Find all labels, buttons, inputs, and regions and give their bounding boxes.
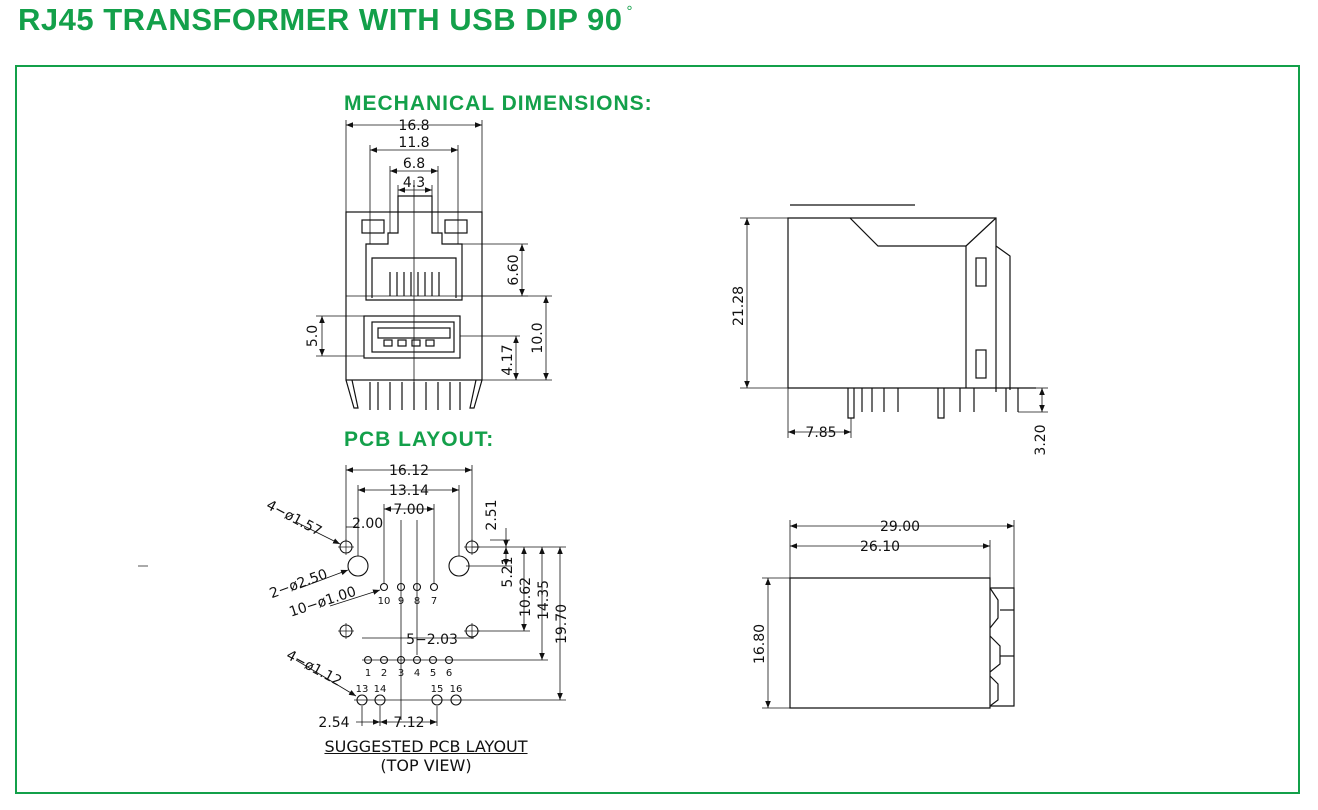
pin-4: 4 [414, 668, 420, 679]
usb-contact [397, 339, 407, 347]
side-body-profile [787, 217, 967, 388]
pin-8: 8 [414, 596, 420, 607]
dim-14-35: 14.35 [536, 580, 552, 620]
side-pins [847, 388, 1019, 419]
hole-250 [347, 555, 369, 577]
top-latch-3 [989, 675, 999, 707]
dim-pitch-203: 5−2.03 [406, 632, 458, 648]
dim-26-10: 26.10 [860, 539, 900, 555]
side-latch-lower [975, 349, 987, 379]
dim-7-85: 7.85 [805, 425, 836, 441]
note-hole-112: 4−ø1.12 [283, 647, 344, 689]
pin-14: 14 [374, 684, 387, 695]
dim-29-00: 29.00 [880, 519, 920, 535]
dim-5-21: 5.21 [500, 556, 516, 587]
led-window-left [361, 219, 385, 234]
side-view-labels: 21.28 7.85 3.20 [731, 286, 1049, 456]
dim-11-8: 11.8 [398, 135, 429, 151]
pin-2: 2 [381, 668, 387, 679]
pcb-holes-top-row [379, 582, 439, 592]
pin-7: 7 [431, 596, 437, 607]
front-view-dimensions [316, 120, 552, 400]
dim-10-0: 10.0 [530, 322, 546, 353]
dim-21-28: 21.28 [731, 286, 747, 326]
pin-6: 6 [446, 668, 452, 679]
mechanical-dimensions-heading: MECHANICAL DIMENSIONS: [344, 92, 653, 115]
dim-16-80: 16.80 [752, 624, 768, 664]
side-bevel [965, 217, 997, 247]
dim-2-00: 2.00 [352, 516, 383, 532]
led-window-right [444, 219, 468, 234]
pin-3: 3 [398, 668, 404, 679]
dim-6-60: 6.60 [506, 254, 522, 285]
pcb-caption: SUGGESTED PCB LAYOUT (TOP VIEW) [288, 737, 564, 775]
dim-3-20: 3.20 [1033, 424, 1049, 455]
dim-16-8: 16.8 [398, 118, 429, 134]
side-view [787, 204, 1036, 419]
pin-1: 1 [365, 668, 371, 679]
side-shield-tab [995, 245, 1011, 390]
usb-shell [363, 315, 461, 359]
top-view-labels: 29.00 26.10 16.80 [752, 519, 920, 664]
usb-contact [425, 339, 435, 347]
pin-10: 10 [378, 596, 391, 607]
pin-numbers: 10 9 8 7 1 2 3 4 5 6 13 14 15 16 [356, 596, 463, 695]
dim-4-17: 4.17 [500, 344, 516, 375]
degree-symbol: ° [626, 3, 634, 20]
top-latch-1 [989, 587, 999, 629]
dim-4-3: 4.3 [403, 175, 425, 191]
page-title-text: RJ45 TRANSFORMER WITH USB DIP 90 [18, 2, 623, 37]
dim-7-12: 7.12 [393, 715, 424, 731]
pin-5: 5 [430, 668, 436, 679]
drawing-frame [15, 65, 1300, 794]
top-body-outline [789, 577, 991, 709]
note-hole-157: 4−ø1.57 [263, 497, 324, 539]
top-latch-2 [989, 635, 1001, 673]
dim-2-54: 2.54 [318, 715, 349, 731]
dim-5-0: 5.0 [305, 325, 321, 347]
usb-contact [383, 339, 393, 347]
dim-13-14: 13.14 [389, 483, 429, 499]
pcb-labels: 16.12 13.14 7.00 2.00 2.51 5.21 10.62 14… [263, 463, 570, 731]
dim-2-51: 2.51 [484, 499, 500, 530]
rj45-contacts [389, 272, 440, 296]
dim-16-12: 16.12 [389, 463, 429, 479]
dim-19-70: 19.70 [554, 604, 570, 644]
usb-opening [371, 321, 455, 353]
top-view [789, 577, 1015, 709]
pin-9: 9 [398, 596, 404, 607]
pcb-caption-title: SUGGESTED PCB LAYOUT [324, 737, 528, 756]
top-view-dimensions [762, 520, 1015, 709]
pin-16: 16 [450, 684, 463, 695]
dim-7-00: 7.00 [393, 502, 424, 518]
pcb-layout [338, 539, 480, 706]
front-view-labels: 16.8 11.8 6.8 4.3 6.60 10.0 5.0 4.17 [305, 118, 546, 376]
top-front-flange [990, 587, 1015, 707]
pcb-layout-heading: PCB LAYOUT: [344, 428, 495, 451]
dim-10-62: 10.62 [518, 577, 534, 617]
pin-13: 13 [356, 684, 369, 695]
side-latch-upper [975, 257, 987, 287]
side-upper-housing [850, 217, 997, 392]
pin-15: 15 [431, 684, 444, 695]
pcb-crosshairs [338, 539, 480, 701]
dim-6-8: 6.8 [403, 156, 425, 172]
usb-contact [411, 339, 421, 347]
pcb-caption-subtitle: (TOP VIEW) [380, 756, 472, 775]
side-view-dimensions [740, 217, 1048, 438]
page-title: RJ45 TRANSFORMER WITH USB DIP 90° [18, 2, 633, 38]
pcb-dimensions [295, 465, 566, 726]
